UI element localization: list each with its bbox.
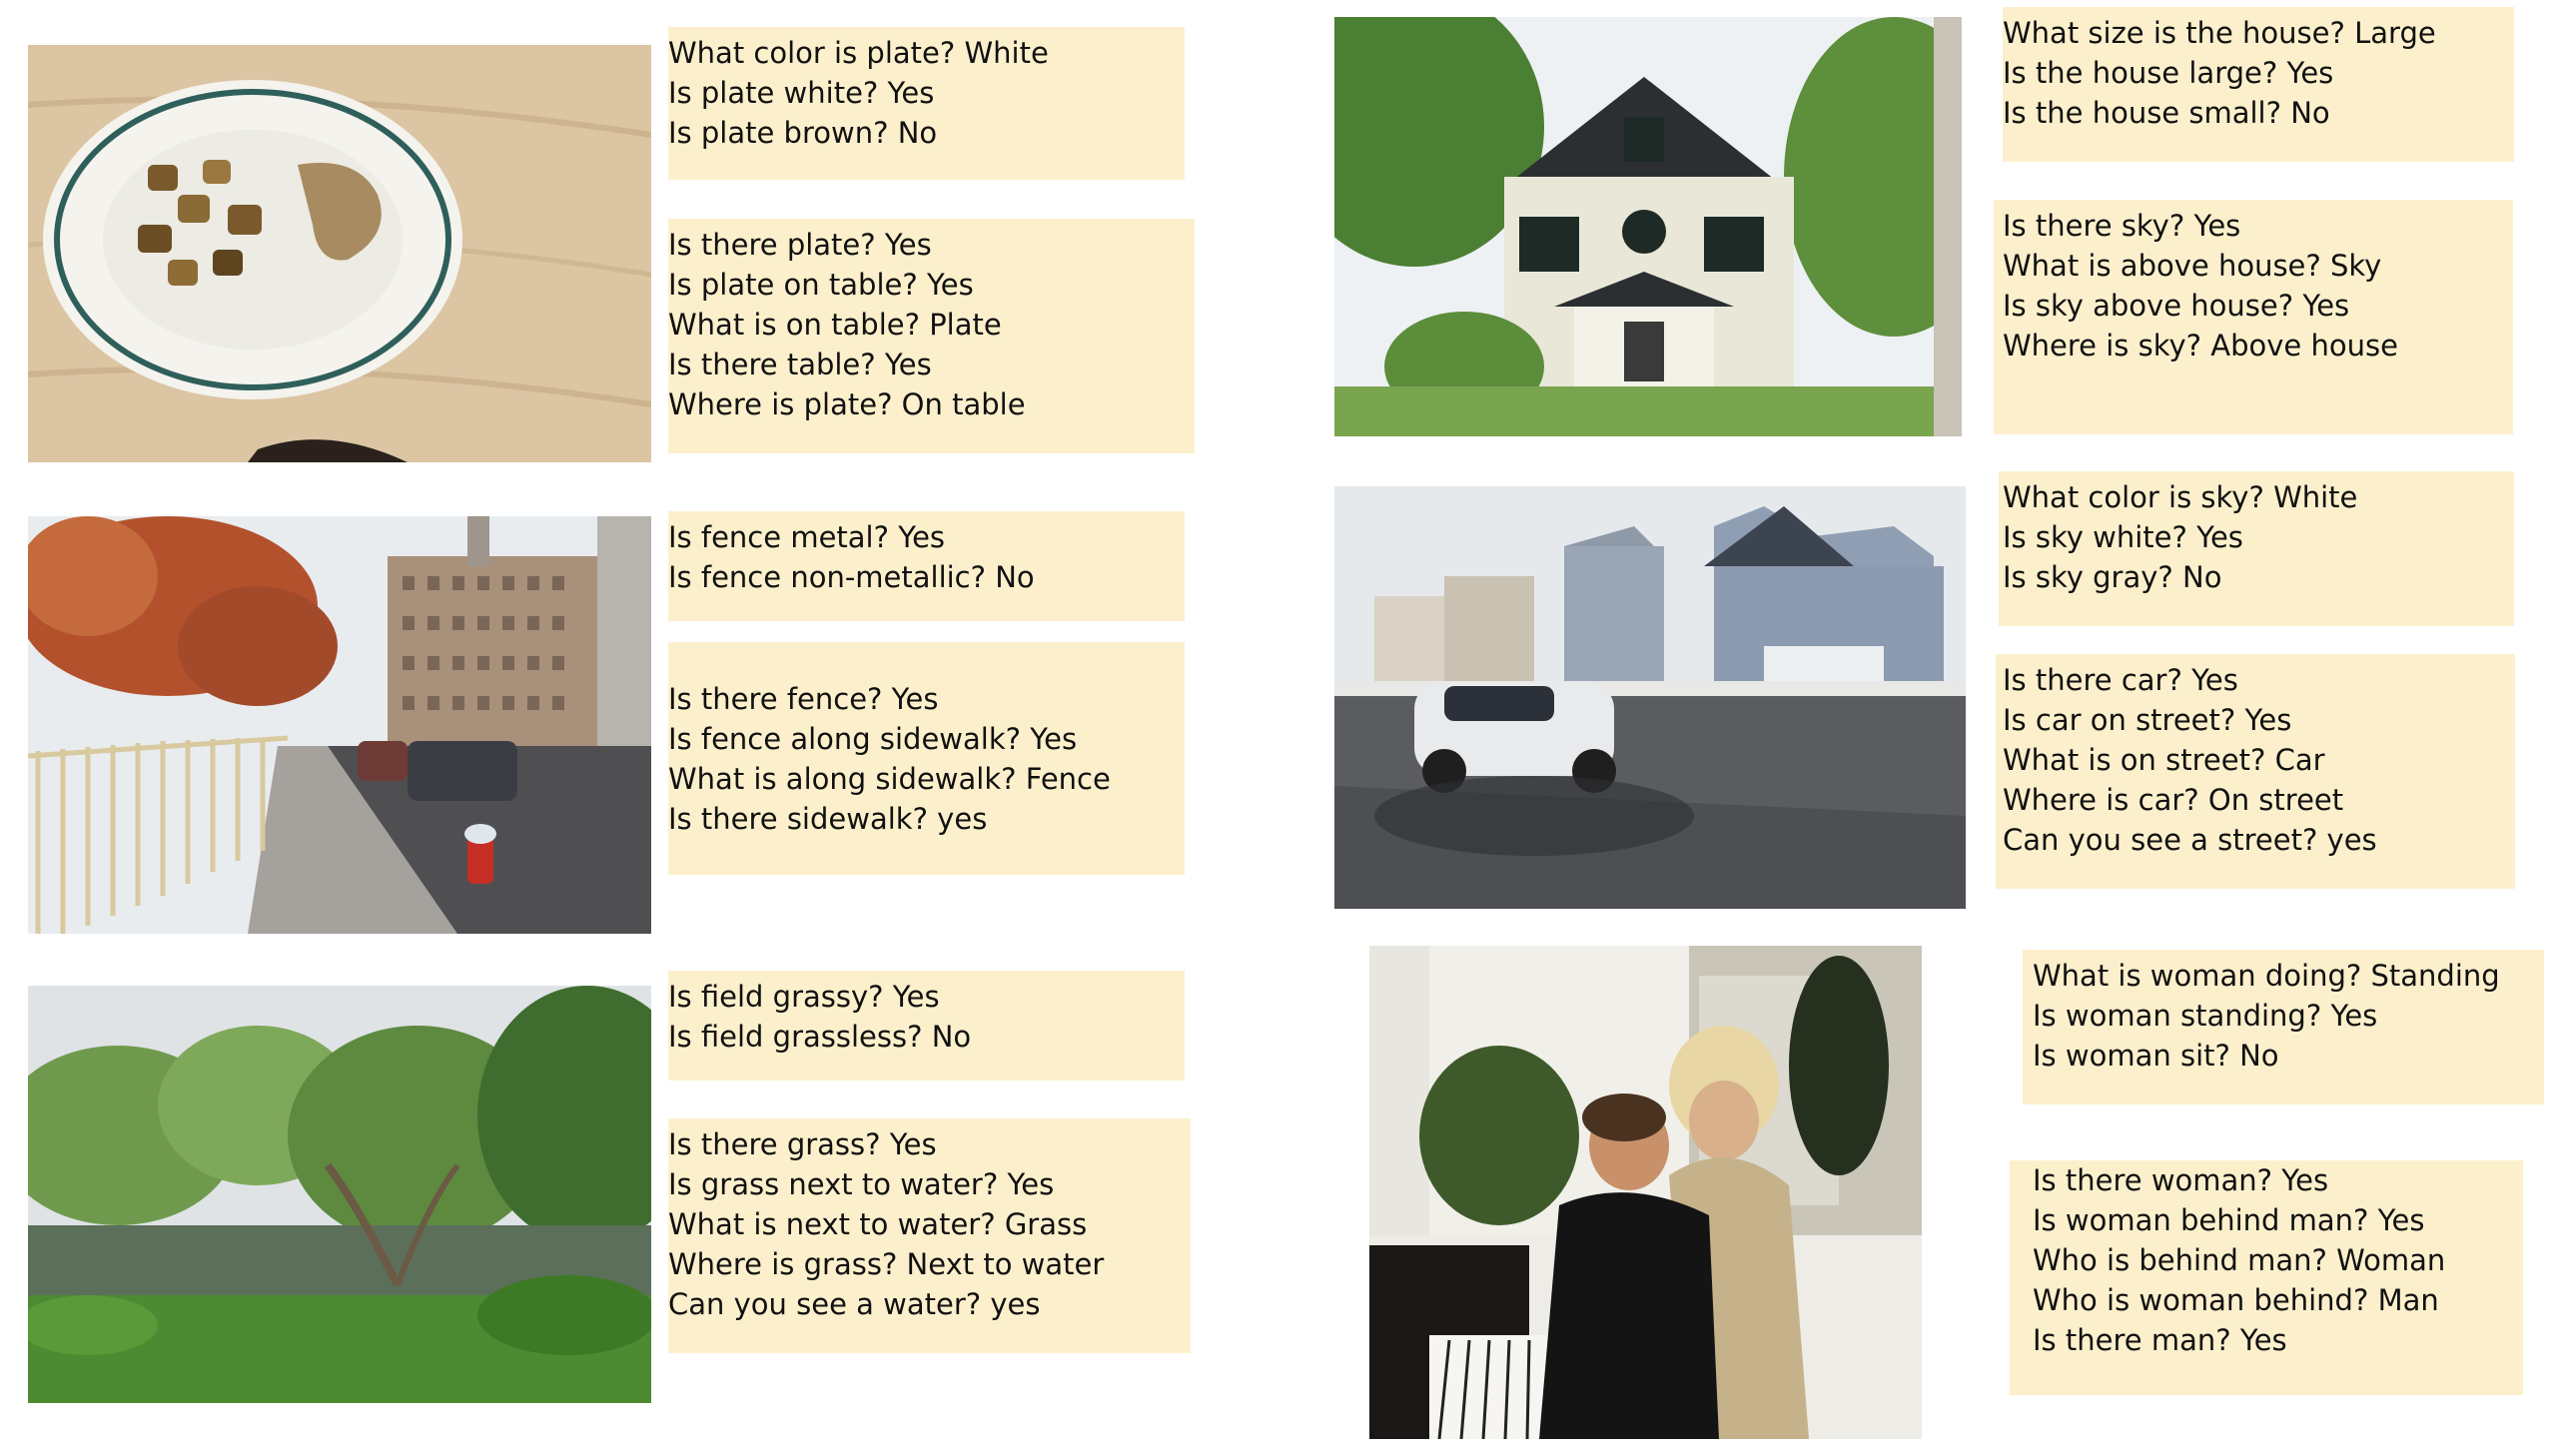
qa-line: Is field grassless? No <box>668 1020 972 1054</box>
qa-line: Is there sky? Yes <box>2003 209 2241 243</box>
qa-relation-box: Is there fence? Yes Is fence along sidew… <box>668 642 1185 875</box>
qa-line: Can you see a water? yes <box>668 1287 1041 1321</box>
qa-line: Is field grassy? Yes <box>668 980 940 1014</box>
piano-photo <box>1369 946 1922 1439</box>
qa-line: Is there car? Yes <box>2003 663 2238 697</box>
qa-line: Is the house large? Yes <box>2003 56 2334 90</box>
qa-line: What size is the house? Large <box>2003 16 2436 50</box>
pond-photo <box>28 986 651 1403</box>
qa-attribute-box: What is woman doing? Standing Is woman s… <box>2023 950 2544 1104</box>
qa-relation-box: Is there sky? Yes What is above house? S… <box>1994 200 2513 434</box>
qa-line: Is plate white? Yes <box>668 76 935 110</box>
qa-line: Is there woman? Yes <box>2033 1163 2329 1197</box>
qa-relation-box: Is there woman? Yes Is woman behind man?… <box>2010 1160 2523 1395</box>
qa-attribute-box: Is field grassy? Yes Is field grassless?… <box>668 971 1185 1081</box>
qa-attribute-box: What size is the house? Large Is the hou… <box>2003 7 2514 162</box>
qa-relation-box: Is there plate? Yes Is plate on table? Y… <box>668 219 1195 453</box>
street-car-photo <box>1334 486 1966 909</box>
qa-line: What is on table? Plate <box>668 308 1002 342</box>
qa-line: What color is plate? White <box>668 36 1049 70</box>
qa-line: Who is woman behind? Man <box>2033 1283 2439 1317</box>
house-photo <box>1334 17 1962 436</box>
qa-line: Who is behind man? Woman <box>2033 1243 2446 1277</box>
qa-line: Is woman behind man? Yes <box>2033 1203 2425 1237</box>
qa-line: What is above house? Sky <box>2003 249 2382 283</box>
qa-line: Is woman standing? Yes <box>2033 999 2378 1033</box>
qa-line: Is sky above house? Yes <box>2003 289 2350 323</box>
qa-relation-box: Is there grass? Yes Is grass next to wat… <box>668 1118 1191 1353</box>
qa-line: What color is sky? White <box>2003 480 2358 514</box>
qa-line: Where is sky? Above house <box>2003 329 2398 363</box>
qa-attribute-box: Is fence metal? Yes Is fence non-metalli… <box>668 511 1185 621</box>
qa-line: Is there grass? Yes <box>668 1127 937 1161</box>
qa-line: Is woman sit? No <box>2033 1039 2279 1073</box>
qa-line: What is along sidewalk? Fence <box>668 762 1111 796</box>
qa-line: Is fence non-metallic? No <box>668 560 1035 594</box>
qa-line: Is plate brown? No <box>668 116 938 150</box>
qa-line: Is fence metal? Yes <box>668 520 946 554</box>
qa-line: Where is plate? On table <box>668 387 1026 421</box>
qa-attribute-box: What color is sky? White Is sky white? Y… <box>1999 471 2514 626</box>
qa-line: Is plate on table? Yes <box>668 268 974 302</box>
qa-line: Where is car? On street <box>2003 783 2344 817</box>
qa-attribute-box: What color is plate? White Is plate whit… <box>668 27 1185 180</box>
qa-line: What is woman doing? Standing <box>2033 959 2500 993</box>
qa-line: Can you see a street? yes <box>2003 823 2377 857</box>
qa-line: Where is grass? Next to water <box>668 1247 1105 1281</box>
qa-line: Is fence along sidewalk? Yes <box>668 722 1078 756</box>
qa-line: What is next to water? Grass <box>668 1207 1088 1241</box>
qa-line: Is there plate? Yes <box>668 228 932 262</box>
qa-line: Is grass next to water? Yes <box>668 1167 1055 1201</box>
qa-relation-box: Is there car? Yes Is car on street? Yes … <box>1996 654 2515 889</box>
qa-line: Is there sidewalk? yes <box>668 802 988 836</box>
street-fence-photo <box>28 516 651 934</box>
qa-line: Is the house small? No <box>2003 96 2330 130</box>
plate-photo <box>28 45 651 462</box>
qa-line: Is there fence? Yes <box>668 682 939 716</box>
qa-line: What is on street? Car <box>2003 743 2325 777</box>
qa-line: Is sky white? Yes <box>2003 520 2243 554</box>
qa-line: Is car on street? Yes <box>2003 703 2292 737</box>
qa-line: Is there table? Yes <box>668 348 932 381</box>
qa-line: Is there man? Yes <box>2033 1323 2287 1357</box>
qa-line: Is sky gray? No <box>2003 560 2222 594</box>
